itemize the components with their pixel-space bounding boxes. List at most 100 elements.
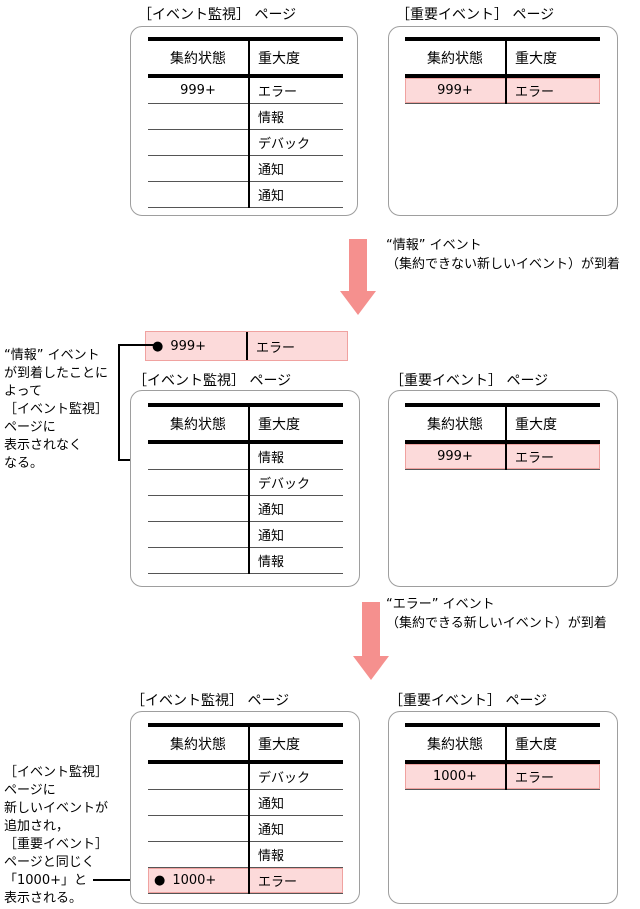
note-line: なる。	[4, 456, 44, 471]
column-divider	[505, 723, 507, 790]
table-header-row: 集約状態 重大度	[405, 407, 600, 440]
table-rule-header	[405, 74, 600, 78]
event-monitor-panel-1	[130, 26, 358, 216]
status-cell: 999+	[180, 83, 216, 98]
bullet-icon: ●	[154, 873, 166, 888]
table-row-highlighted: ● 1000+ エラー	[148, 868, 343, 894]
note-line: 表示される。	[4, 891, 83, 906]
status-cell: 999+	[437, 449, 473, 464]
table-rule-header	[148, 74, 343, 78]
transition-label-1: “情報” イベント （集約できない新しいイベント）が到着	[386, 236, 620, 274]
important-event-page-title-2: ［重要イベント］ ページ	[390, 373, 549, 389]
status-cell	[148, 764, 248, 789]
severity-column-header: 重大度	[515, 416, 557, 433]
status-cell: 999+	[437, 83, 473, 98]
severity-cell: 通知	[258, 503, 285, 518]
severity-cell: エラー	[256, 340, 296, 356]
severity-cell: 情報	[258, 849, 285, 864]
transition-line: （集約できる新しいイベント）が到着	[386, 616, 607, 631]
severity-cell: 通知	[258, 163, 285, 178]
transition-line: “情報” イベント	[386, 238, 482, 253]
event-monitor-table-1: 集約状態 重大度 999+ エラー 情報 デバック 通知 通知	[148, 37, 343, 208]
column-divider	[248, 723, 250, 894]
column-divider	[248, 37, 250, 208]
important-event-panel-2	[388, 390, 618, 587]
table-row: 情報	[148, 842, 343, 868]
removed-event-row: ● 999+ エラー	[145, 331, 348, 361]
severity-cell: エラー	[258, 85, 298, 100]
transition-line: （集約できない新しいイベント）が到着	[386, 257, 621, 272]
table-row-highlighted: 999+ エラー	[405, 444, 600, 470]
severity-column-header: 重大度	[258, 50, 300, 67]
event-monitor-page-title-1: ［イベント監視］ ページ	[138, 7, 297, 23]
important-event-panel-3	[388, 711, 618, 904]
important-event-page-title-3: ［重要イベント］ ページ	[389, 693, 548, 709]
status-cell-text: 1000+	[172, 873, 217, 888]
column-divider	[505, 37, 507, 104]
note-line: ［イベント監視］	[4, 765, 109, 780]
important-event-table-1: 集約状態 重大度 999+ エラー	[405, 37, 600, 104]
note-line: ページに	[4, 420, 56, 435]
status-cell	[148, 548, 248, 573]
important-event-table-3: 集約状態 重大度 1000+ エラー	[405, 723, 600, 790]
note-line: ページと同じく	[4, 855, 95, 870]
status-cell-text: 999+	[170, 338, 207, 354]
status-cell: ● 1000+	[148, 868, 248, 893]
severity-cell: 通知	[258, 823, 285, 838]
down-arrow-icon	[353, 656, 389, 680]
connector-line	[93, 879, 157, 881]
severity-column-header: 重大度	[515, 50, 557, 67]
connector-line	[118, 344, 120, 461]
severity-cell: 情報	[258, 451, 285, 466]
table-row: 通知	[148, 522, 343, 548]
status-cell: 1000+	[433, 769, 477, 784]
event-monitor-page-title-3: ［イベント監視］ ページ	[131, 693, 290, 709]
note-line: 新しいイベントが	[4, 801, 109, 816]
note-line: “情報” イベント	[4, 348, 100, 363]
note-added-event: ［イベント監視］ ページに 新しいイベントが 追加され， ［重要イベント］ ペー…	[4, 764, 108, 908]
table-rule-top	[148, 37, 343, 41]
table-rule-header	[405, 440, 600, 444]
table-row-highlighted: 999+ エラー	[405, 78, 600, 104]
note-line: が到着したことに	[4, 366, 109, 381]
important-event-page-title-1: ［重要イベント］ ページ	[396, 7, 555, 23]
severity-cell: デバック	[258, 477, 311, 492]
severity-column-header: 重大度	[515, 736, 557, 753]
status-cell	[148, 522, 248, 547]
table-row-highlighted: 1000+ エラー	[405, 764, 600, 790]
table-row: デバック	[148, 130, 343, 156]
severity-cell: エラー	[258, 875, 298, 890]
status-cell	[148, 790, 248, 815]
severity-column-header: 重大度	[258, 736, 300, 753]
table-row: 通知	[148, 790, 343, 816]
table-row: 通知	[148, 156, 343, 182]
severity-cell: 通知	[258, 797, 285, 812]
table-header-row: 集約状態 重大度	[405, 727, 600, 760]
note-line: ［重要イベント］	[4, 837, 109, 852]
status-column-header: 集約状態	[170, 50, 226, 67]
table-row: 通知	[148, 496, 343, 522]
status-column-header: 集約状態	[427, 416, 483, 433]
severity-cell: 情報	[258, 555, 285, 570]
table-row: 999+ エラー	[148, 78, 343, 104]
table-header-row: 集約状態 重大度	[148, 407, 343, 440]
status-column-header: 集約状態	[170, 736, 226, 753]
table-rule-top	[405, 723, 600, 727]
table-rule-top	[148, 403, 343, 407]
status-cell	[148, 470, 248, 495]
table-row: デバック	[148, 470, 343, 496]
note-line: 「1000+」と	[4, 873, 87, 888]
table-rule-top	[405, 37, 600, 41]
table-header-row: 集約状態 重大度	[405, 41, 600, 74]
status-cell: ● 999+	[146, 332, 246, 360]
note-line: よって	[4, 384, 42, 399]
table-rule-top	[405, 403, 600, 407]
table-row: 情報	[148, 444, 343, 470]
table-rule-header	[148, 760, 343, 764]
severity-cell: エラー	[515, 771, 555, 786]
severity-cell: 通知	[258, 529, 285, 544]
connector-line	[118, 344, 154, 346]
note-line: ［イベント監視］	[4, 402, 109, 417]
status-cell	[148, 496, 248, 521]
